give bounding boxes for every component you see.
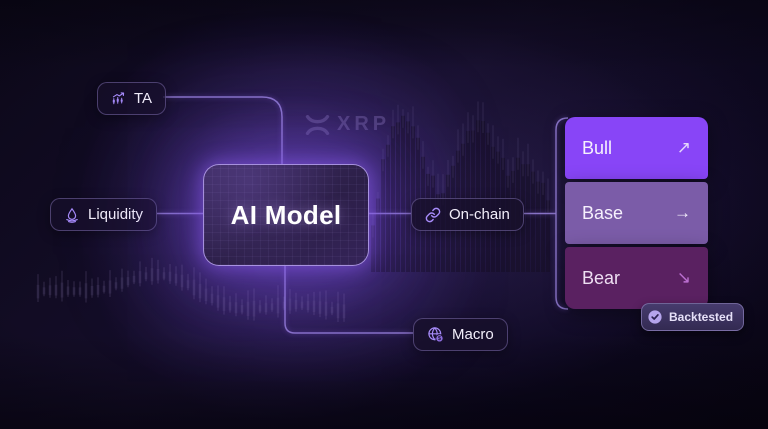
- onchain-label: On-chain: [449, 206, 510, 223]
- scenario-base: Base →: [565, 182, 708, 244]
- chain-link-icon: [425, 207, 441, 223]
- globe-dollar-icon: $: [427, 326, 444, 343]
- ta-label: TA: [134, 90, 153, 107]
- arrow-down-right-icon: ↘: [676, 268, 691, 287]
- arrow-up-right-icon: ↗: [676, 138, 691, 157]
- ai-model-node: AI Model: [203, 164, 369, 266]
- macro-label: Macro: [452, 326, 494, 343]
- backtested-label: Backtested: [669, 310, 734, 324]
- verified-check-icon: [647, 309, 663, 325]
- input-node-liquidity: Liquidity: [50, 198, 158, 231]
- scenario-bear-label: Bear: [582, 267, 621, 288]
- arrow-right-icon: →: [674, 203, 691, 222]
- scenario-base-label: Base: [582, 202, 624, 223]
- scenario-stack: Bull ↗ Base → Bear ↘: [565, 117, 708, 309]
- connector-ta-to-model: [163, 96, 283, 164]
- scenario-bull: Bull ↗: [565, 117, 708, 179]
- input-node-onchain: On-chain: [411, 198, 524, 231]
- backtested-badge: Backtested: [641, 303, 745, 331]
- liquidity-label: Liquidity: [88, 206, 144, 223]
- connector-model-to-macro: [284, 264, 413, 334]
- input-node-macro: $ Macro: [413, 318, 508, 351]
- ai-model-title: AI Model: [230, 199, 342, 230]
- xrp-logo-icon: [305, 114, 330, 135]
- candlestick-trend-icon: [111, 91, 126, 106]
- scenario-bull-label: Bull: [582, 137, 613, 158]
- xrp-watermark-label: XRP: [337, 113, 391, 135]
- scenario-bear: Bear ↘: [565, 247, 708, 309]
- scenario-bracket: [555, 117, 569, 310]
- input-node-ta: TA: [97, 82, 167, 115]
- droplet-icon: [64, 207, 80, 223]
- xrp-watermark: XRP: [305, 113, 390, 136]
- svg-text:$: $: [438, 336, 441, 342]
